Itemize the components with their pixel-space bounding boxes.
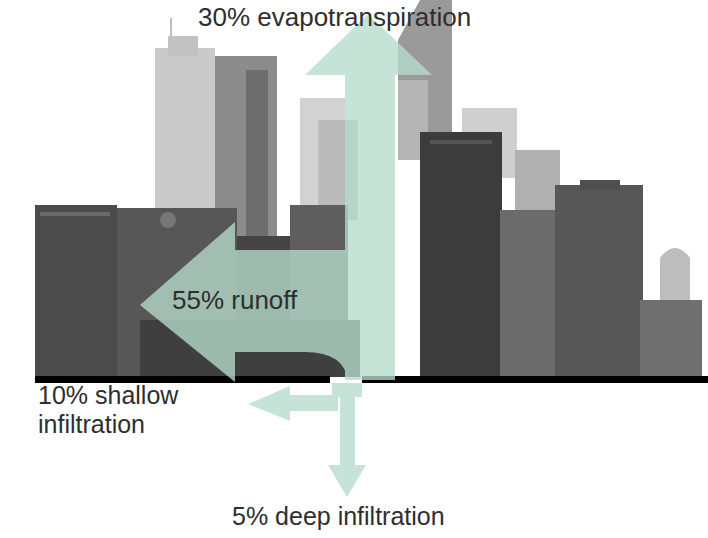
building (168, 36, 198, 56)
building (155, 48, 215, 208)
building (40, 212, 110, 216)
flow-label: 5% deep infiltration (232, 502, 445, 531)
deep-infiltration-arrow (328, 397, 366, 497)
building (160, 212, 176, 228)
building (500, 210, 562, 377)
flow-label: 55% runoff (172, 286, 297, 316)
flow-arrows (140, 14, 432, 497)
flow-label: 10% shallow infiltration (38, 381, 223, 439)
building (430, 140, 492, 144)
building (580, 180, 620, 190)
shallow-infiltration-arrow (248, 386, 348, 421)
flow-label: 30% evapotranspiration (198, 3, 471, 33)
building (246, 70, 268, 250)
building (640, 300, 702, 377)
infiltration-trunk (332, 383, 362, 397)
building (420, 132, 502, 377)
building (35, 205, 117, 377)
runoff-arrow (140, 222, 350, 382)
building (555, 185, 643, 377)
ground-line (362, 376, 708, 383)
